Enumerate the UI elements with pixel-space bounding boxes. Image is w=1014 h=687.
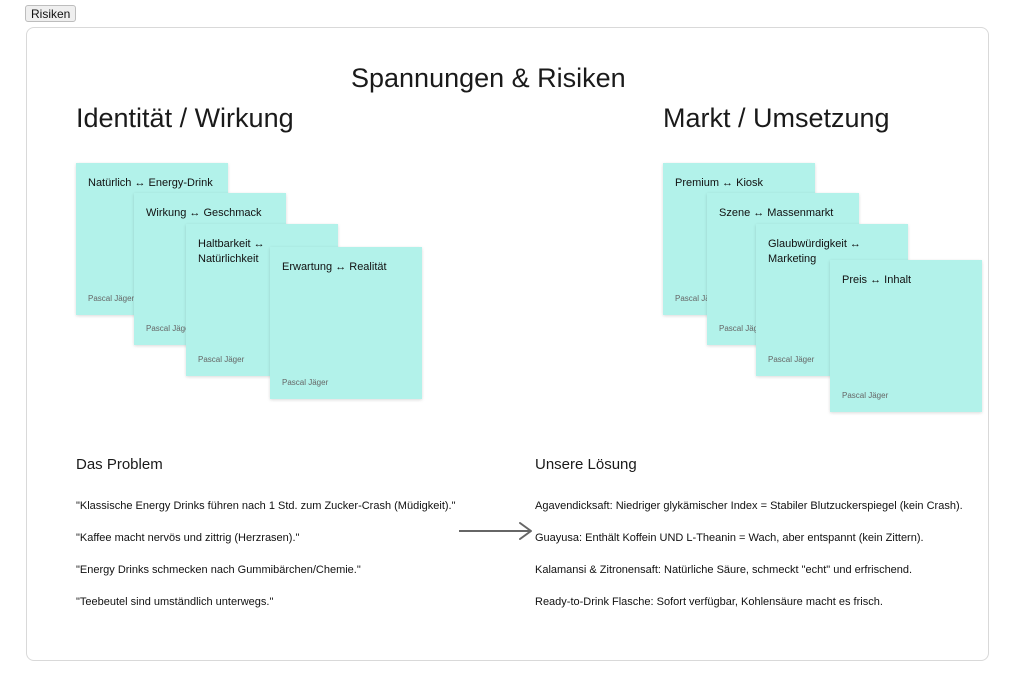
- note-text: Preis ↔ Inhalt: [842, 274, 912, 286]
- note-author: Pascal Jäger: [842, 391, 889, 400]
- note-author: Pascal Jäger: [88, 294, 135, 303]
- solution-heading: Unsere Lösung: [535, 456, 637, 473]
- note-text: Glaubwürdigkeit ↔ Marketing: [768, 238, 861, 265]
- note-author: Pascal Jäger: [675, 294, 722, 303]
- problem-item: "Teebeutel sind umständlich unterwegs.": [76, 596, 274, 608]
- solution-item: Agavendicksaft: Niedriger glykämischer I…: [535, 500, 963, 512]
- note-author: Pascal Jäger: [146, 324, 193, 333]
- note-text: Natürlich ↔ Energy-Drink: [88, 177, 213, 189]
- note-author: Pascal Jäger: [198, 355, 245, 364]
- note-author: Pascal Jäger: [719, 324, 766, 333]
- solution-item: Ready-to-Drink Flasche: Sofort verfügbar…: [535, 596, 883, 608]
- solution-item: Guayusa: Enthält Koffein UND L-Theanin =…: [535, 532, 924, 544]
- tab-risiken[interactable]: Risiken: [25, 5, 77, 22]
- problem-heading: Das Problem: [76, 456, 163, 473]
- note-text: Szene ↔ Massenmarkt: [719, 207, 834, 219]
- problem-item: "Kaffee macht nervös und zittrig (Herzra…: [76, 532, 300, 544]
- heading-identitaet: Identität / Wirkung: [76, 103, 294, 133]
- note-author: Pascal Jäger: [768, 355, 815, 364]
- problem-item: "Energy Drinks schmecken nach Gummibärch…: [76, 564, 361, 576]
- note-text: Wirkung ↔ Geschmack: [146, 207, 262, 219]
- sticky-note[interactable]: Erwartung ↔ Realität Pascal Jäger: [270, 247, 422, 399]
- board-title: Spannungen & Risiken: [351, 63, 626, 93]
- note-text: Haltbarkeit ↔ Natürlichkeit: [198, 238, 265, 265]
- heading-markt: Markt / Umsetzung: [663, 103, 890, 133]
- note-author: Pascal Jäger: [282, 378, 329, 387]
- problem-item: "Klassische Energy Drinks führen nach 1 …: [76, 500, 456, 512]
- solution-item: Kalamansi & Zitronensaft: Natürliche Säu…: [535, 564, 913, 576]
- sticky-note[interactable]: Preis ↔ Inhalt Pascal Jäger: [830, 260, 982, 412]
- note-text: Premium ↔ Kiosk: [675, 177, 764, 189]
- note-text: Erwartung ↔ Realität: [282, 261, 387, 273]
- arrow-right-icon[interactable]: [458, 520, 534, 542]
